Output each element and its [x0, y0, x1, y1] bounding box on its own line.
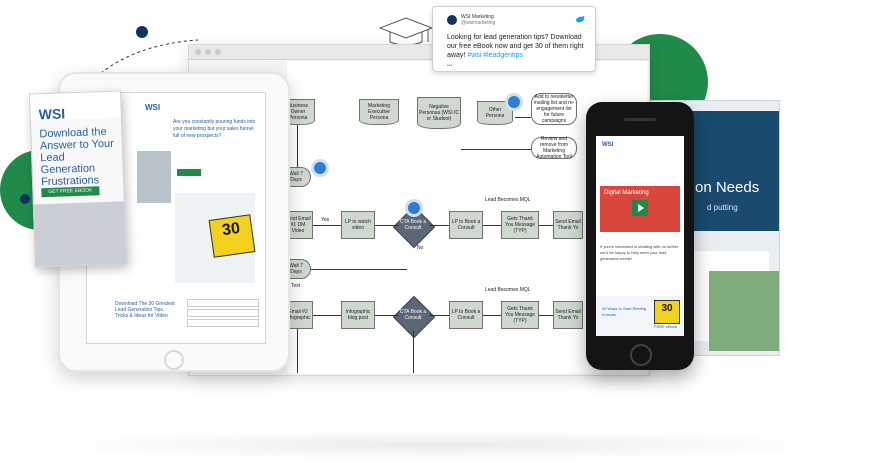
flow-box-lp-watch: LP to watch video [341, 211, 375, 239]
flow-box-newsletter: Add to newsletter mailing list and re-en… [531, 93, 577, 125]
flow-edge [375, 315, 399, 316]
phone-video-title: Digital Marketing [604, 190, 649, 196]
flow-hub-node[interactable] [405, 199, 423, 217]
flow-edge [461, 149, 531, 150]
flow-box-thank-you: Gets Thank You Message (TYP) [501, 211, 539, 239]
decorative-navy-dot-small [20, 194, 30, 204]
phone-video-player[interactable]: Digital Marketing [600, 186, 680, 232]
flow-edge [539, 315, 553, 316]
tweet-handle: @wsimarketing [461, 20, 496, 26]
tablet-form-input-1[interactable] [187, 299, 259, 307]
flow-box-lp-book-2: LP to Book a Consult [449, 301, 483, 329]
flow-mql-label-2: Lead Becomes MQL [485, 287, 531, 293]
flow-box-negative-personas: Negative Personas (WSI IC or Student) [417, 97, 461, 129]
phone-device: WSI Digital Marketing If you're interest… [586, 102, 694, 370]
flow-edge [413, 331, 414, 373]
flow-mql-label: Lead Becomes MQL [485, 197, 531, 203]
tablet-logo: WSI [145, 103, 161, 112]
flow-box-send-email-ty-2: Send Email Thank Yo [553, 301, 583, 329]
ebook-card: WSI Download the Answer to Your Lead Gen… [28, 90, 128, 268]
panel-heading: on Needs [695, 179, 760, 196]
window-minimize-dot[interactable] [205, 49, 211, 55]
play-triangle [638, 204, 644, 212]
flow-edge [313, 315, 341, 316]
window-maximize-dot[interactable] [215, 49, 221, 55]
flow-edge [429, 225, 449, 226]
flow-edge [313, 225, 341, 226]
phone-book-caption: FREE eBook [654, 324, 678, 329]
tweet-hashtags[interactable]: #wsi #leadgentips [467, 52, 523, 59]
flow-box-review-remove: Review and remove from Marketing Automat… [531, 136, 577, 160]
phone-speaker [624, 118, 656, 121]
phone-screen: WSI Digital Marketing If you're interest… [596, 136, 684, 336]
flow-edge [515, 117, 531, 118]
tweet-card[interactable]: WSI Marketing @wsimarketing Looking for … [432, 6, 596, 72]
avatar [447, 15, 457, 25]
flow-diamond-cta-2-label: CTA Book a Consult [399, 309, 427, 321]
flow-hub-node[interactable] [505, 93, 523, 111]
tablet-home-button[interactable] [164, 350, 184, 370]
phone-ebook-cover: 30 [654, 300, 680, 324]
get-free-ebook-button[interactable]: GET FREE EBOOK [41, 186, 100, 198]
flow-edge [539, 225, 553, 226]
play-icon[interactable] [632, 200, 648, 216]
flow-diamond-cta-label: CTA Book a Consult [399, 219, 427, 231]
flow-edge [483, 225, 501, 226]
flow-edge [429, 315, 449, 316]
flow-box-infographic: Infographic blog post [341, 301, 375, 329]
window-close-dot[interactable] [195, 49, 201, 55]
flow-box-marketing-exec: Marketing Executive Persona [359, 99, 399, 125]
decorative-navy-dot [136, 26, 148, 38]
ebook-photo [33, 201, 126, 267]
flow-no-label: No [417, 245, 424, 251]
tablet-form-input-3[interactable] [187, 319, 259, 327]
flow-edge [297, 125, 298, 169]
tablet-cta-button[interactable] [177, 169, 201, 176]
tablet-form-input-2[interactable] [187, 309, 259, 317]
phone-promo-area: 30 Ways to Start Reeling in leads 30 FRE… [596, 296, 684, 336]
tweet-text-block: Looking for lead generation tips? Downlo… [447, 33, 587, 60]
tablet-headline: Are you constantly pouring funds into yo… [173, 119, 256, 139]
flow-edge [297, 329, 298, 373]
flow-edge [375, 225, 399, 226]
phone-promo-text: 30 Ways to Start Reeling in leads [602, 306, 647, 317]
flow-edge [311, 269, 407, 270]
floor-shadow [40, 430, 840, 460]
tablet-hero-photo [137, 151, 171, 203]
flow-box-thank-you-2: Gets Thank You Message (TYP) [501, 301, 539, 329]
tweet-text: Looking for lead generation tips? Downlo… [447, 34, 584, 59]
flow-box-lp-book: LP to Book a Consult [449, 211, 483, 239]
panel-photo [709, 271, 779, 351]
flow-edge [483, 315, 501, 316]
flow-yes-label: Yes [321, 217, 330, 223]
twitter-bird-icon [576, 16, 585, 23]
tablet-ebook-cover: 30 [208, 214, 256, 258]
panel-subheading: d putting [707, 203, 738, 212]
ebook-title: Download the Answer to Your Lead Generat… [39, 125, 115, 189]
phone-body-text: If you're interested in chatting with us… [600, 244, 680, 261]
phone-home-button[interactable] [630, 344, 652, 366]
phone-logo: WSI [602, 142, 614, 148]
tweet-actions-icon[interactable]: ••• [447, 63, 453, 69]
flow-hub-node[interactable] [311, 159, 329, 177]
graduation-cap-icon [378, 17, 434, 46]
tablet-footer-heading: Download The 30 Greatest Lead Generation… [115, 301, 175, 319]
flow-test-label: Test [291, 283, 301, 289]
tweet-account: WSI Marketing [461, 14, 494, 20]
ebook-logo: WSI [38, 105, 66, 123]
flow-box-send-email-ty: Send Email Thank Yo [553, 211, 583, 239]
